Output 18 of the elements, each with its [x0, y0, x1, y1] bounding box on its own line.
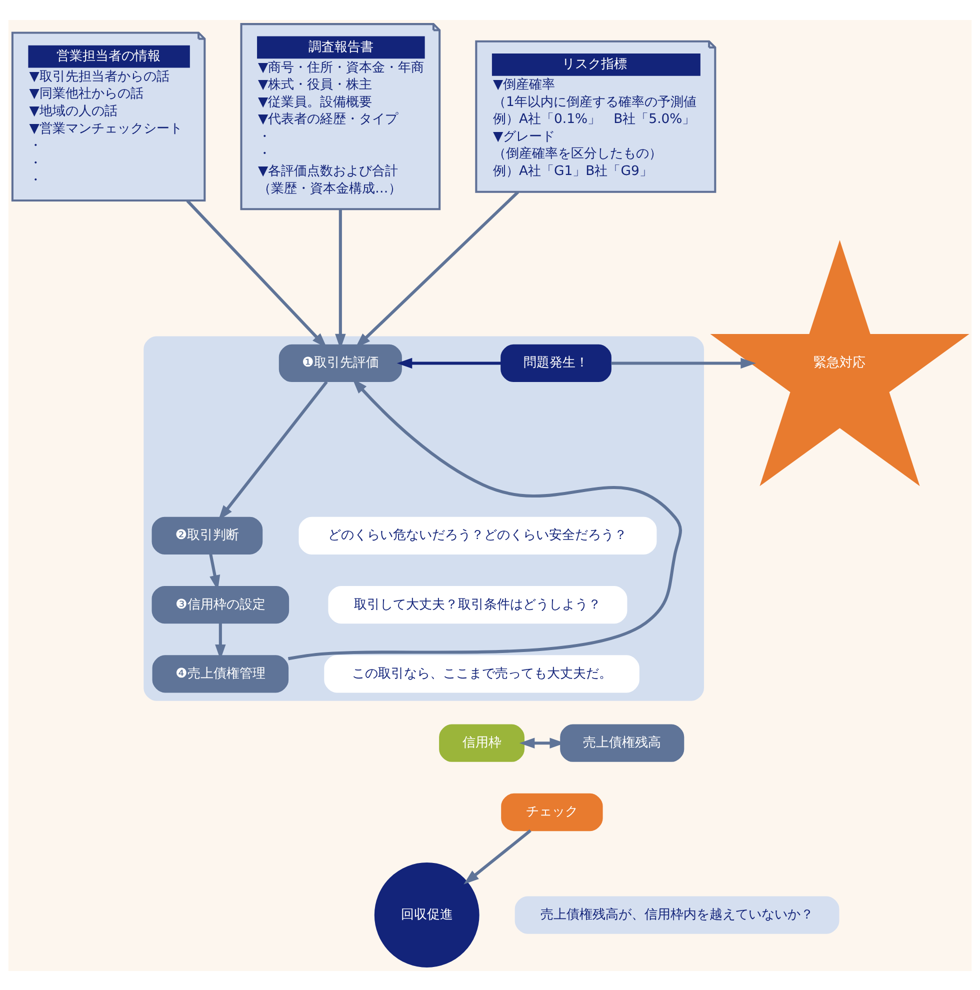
arrow: [218, 380, 328, 520]
node-box: 取引して大丈夫？取引条件はどうしよう？: [328, 585, 628, 624]
node-box: ❸信用枠の設定: [152, 585, 290, 624]
node-box: ❷取引判断: [152, 516, 263, 554]
arrow: [611, 357, 756, 368]
node-box: 問題発生！: [500, 344, 612, 382]
node-box: 信用枠: [439, 724, 524, 762]
arrow: [464, 828, 532, 884]
arrow: [396, 357, 502, 368]
node-box: どのくらい危ないだろう？どのくらい安全だろう？: [298, 516, 657, 554]
node-box: ❹売上債権管理: [152, 654, 289, 692]
node-box: チェック: [501, 792, 603, 831]
node-box: この取引なら、ここまで売っても大丈夫だ。: [324, 654, 640, 692]
cluster: [144, 336, 704, 700]
node-box: 売上債権残高が、信用枠内を越えていないか？: [514, 896, 840, 934]
node-box: 売上債権残高: [560, 724, 684, 762]
arrow: [355, 190, 520, 348]
node-box: ❶取引先評価: [278, 344, 402, 382]
